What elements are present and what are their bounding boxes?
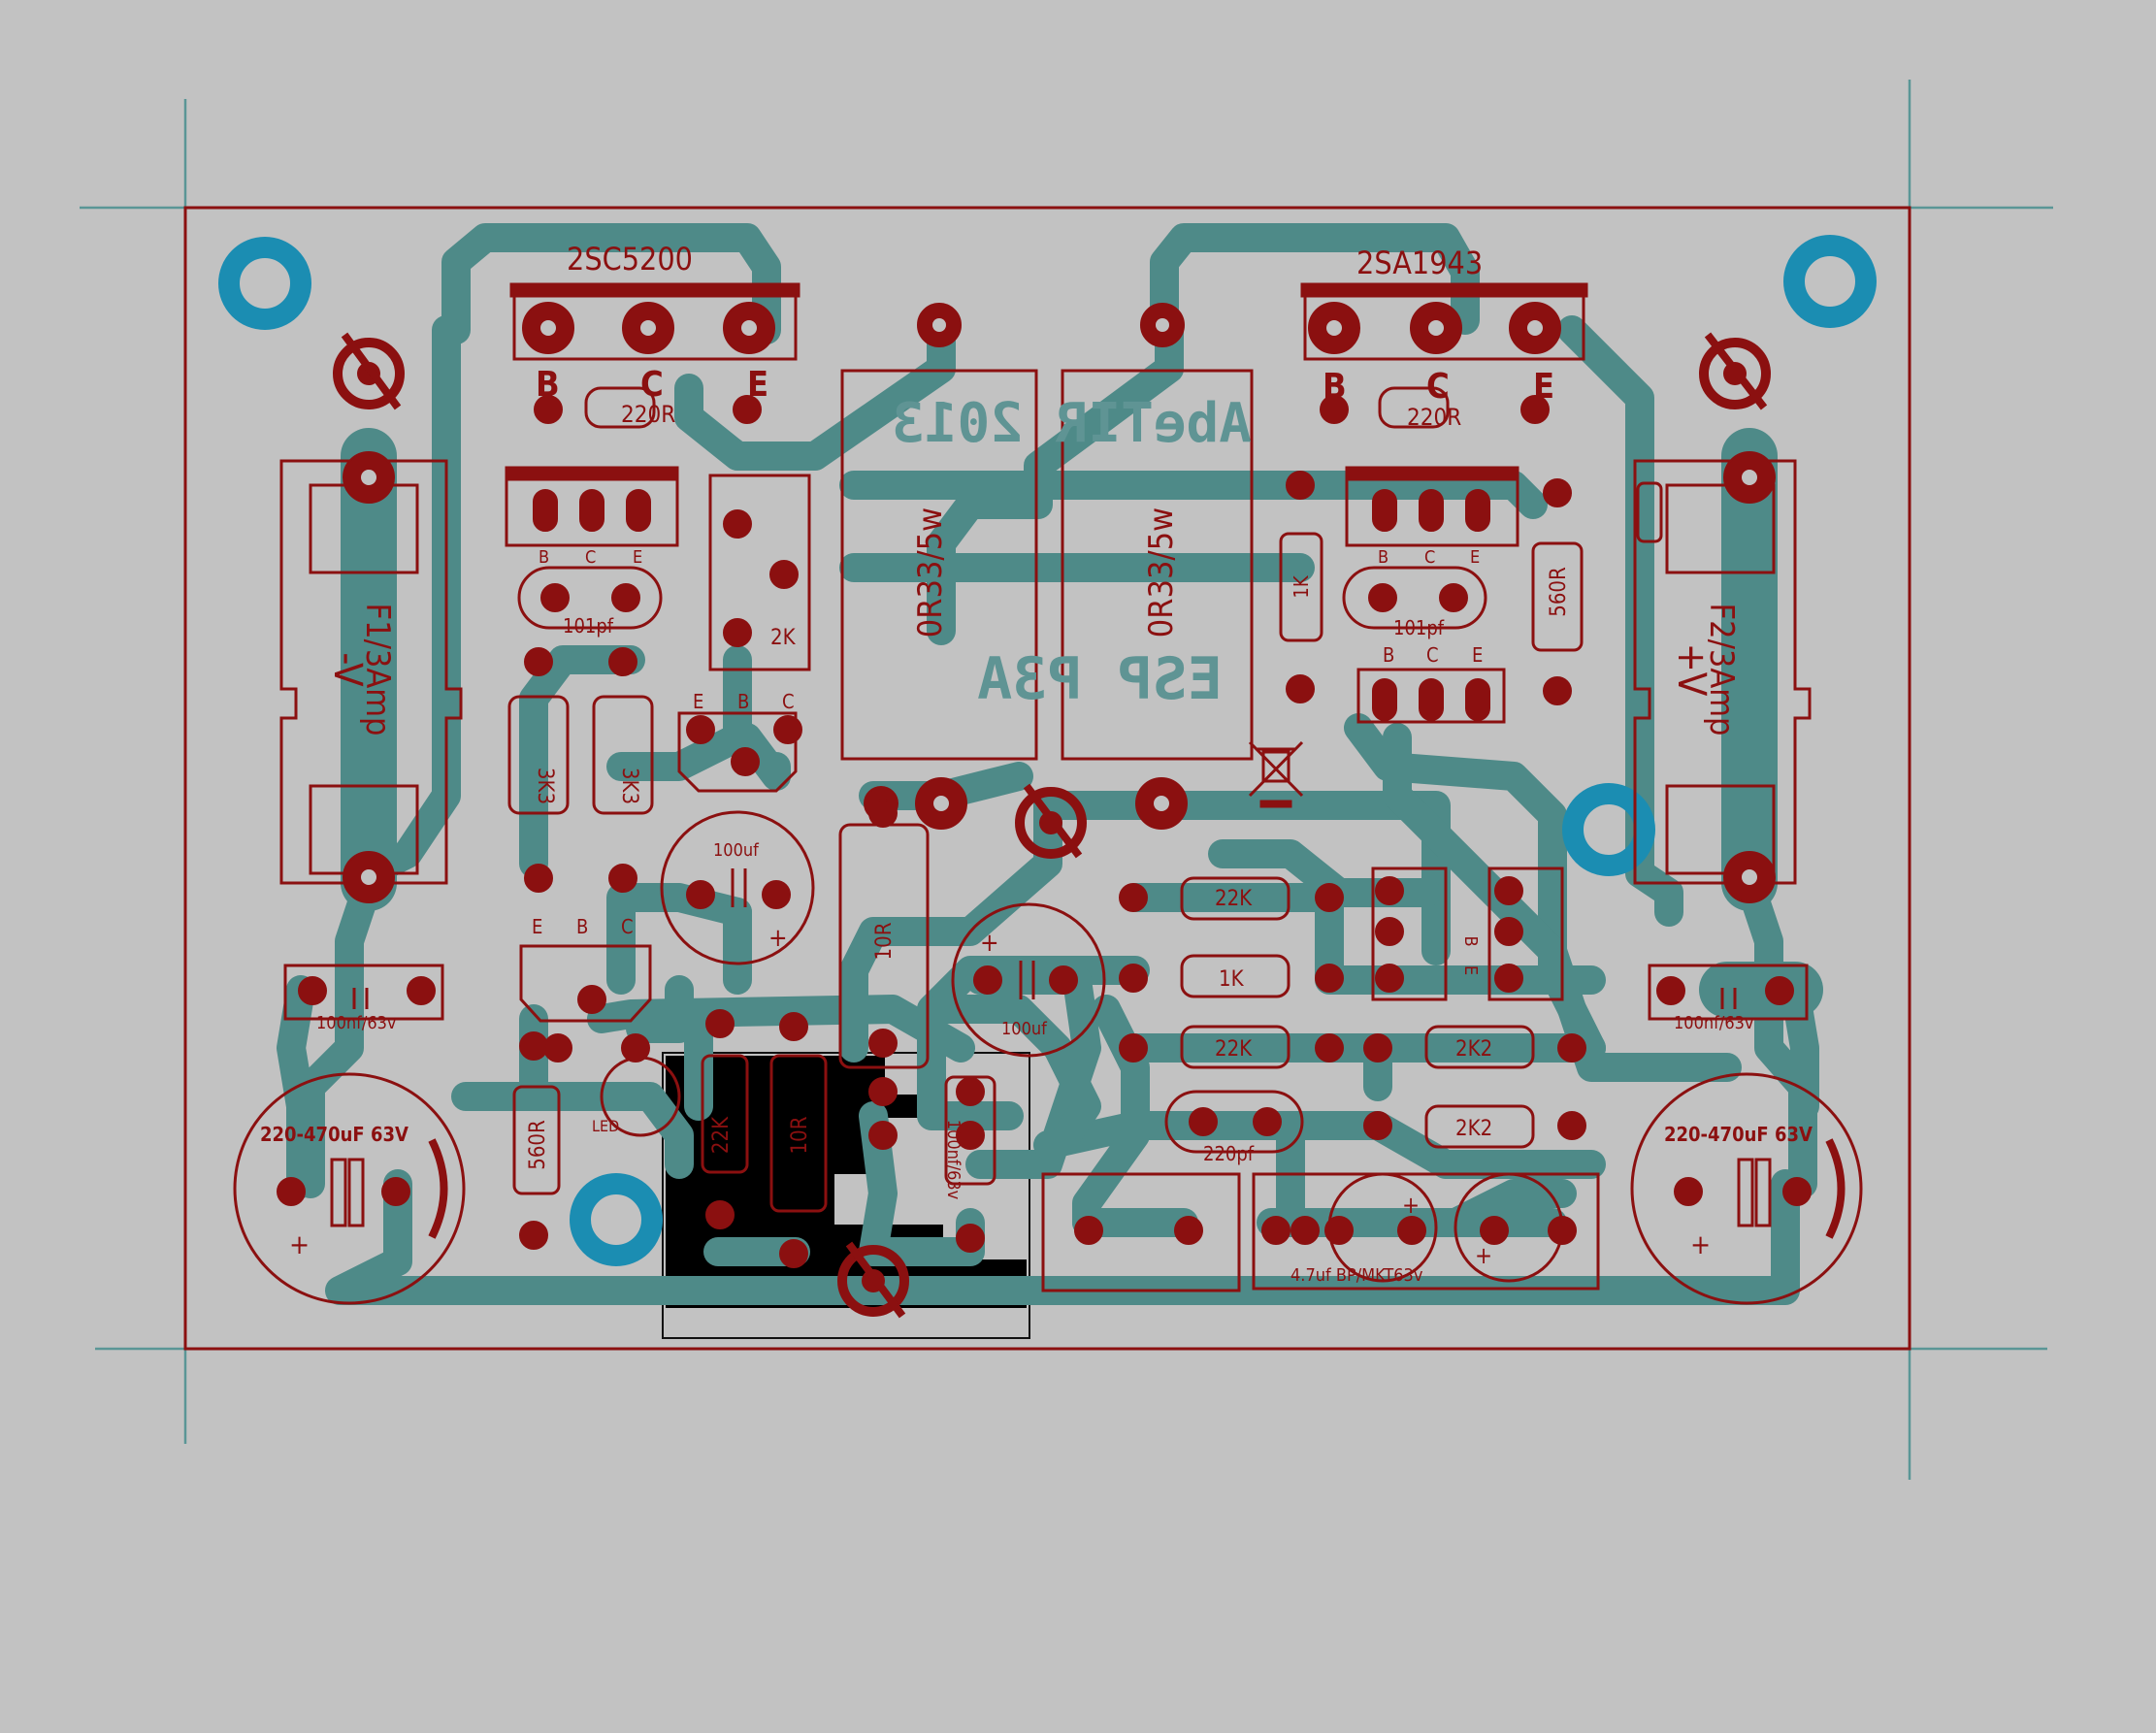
plus-47uf-b: + (1475, 1242, 1492, 1269)
pin-e-q2: E (1470, 547, 1480, 568)
label-22k-a: 22K (1215, 887, 1253, 911)
label-560r-right: 560R (1547, 567, 1571, 617)
silkscreen-outlines (233, 282, 1863, 1305)
pin-c-npn: C (640, 365, 664, 405)
label-fuse-f2: F2/3Amp (1702, 604, 1741, 736)
capacitor-symbols (330, 868, 1846, 1239)
label-10r-b: 10R (788, 1116, 812, 1154)
label-100nf-left: 100nf/63v (316, 1013, 397, 1033)
label-101pf-right: 101pf (1393, 616, 1445, 639)
pin-c-q5: C (621, 915, 634, 938)
board-outline (183, 206, 1911, 1351)
label-0r33-right: 0R33/5w (1142, 507, 1181, 638)
pin-b-npn: B (536, 365, 560, 405)
pin-b-pnp: B (1323, 367, 1347, 407)
plus-47uf-a: + (1402, 1192, 1420, 1219)
component-pads (277, 302, 1812, 1319)
label-220pf: 220pf (1203, 1142, 1255, 1165)
label-0r33-left: 0R33/5w (911, 507, 950, 638)
pin-b-q5: B (576, 915, 588, 938)
label-led: LED (592, 1117, 619, 1135)
label-trim-2k: 2K (770, 626, 797, 650)
pin-e-pnp: E (1533, 367, 1554, 407)
label-220r-right: 220R (1407, 404, 1461, 431)
label-2sa1943: 2SA1943 (1356, 245, 1483, 281)
label-pin-e-q6: E (1460, 965, 1481, 975)
label-101pf-left: 101pf (563, 614, 614, 638)
label-3k3-a: 3K3 (533, 768, 557, 804)
label-220r-left: 220R (621, 401, 675, 428)
label-3k3-b: 3K3 (617, 768, 641, 804)
plus-100uf-b: + (980, 929, 999, 958)
label-22k-small: 22K (709, 1116, 734, 1154)
weee-recycle-icon (1248, 740, 1304, 808)
label-22k-b: 22K (1215, 1037, 1253, 1062)
pin-c-q4: C (1426, 643, 1439, 667)
pin-e-q1: E (633, 547, 642, 568)
label-pin-b-q6: B (1460, 935, 1481, 946)
pin-e-q3: E (693, 690, 703, 713)
plus-elec-left: + (289, 1228, 310, 1260)
label-10r-a: 10R (872, 922, 897, 960)
plus-elec-right: + (1690, 1228, 1711, 1260)
pin-c-pnp: C (1426, 367, 1450, 407)
pin-c-q1: C (585, 547, 596, 568)
mirrored-credit-text: AbeTIR 2013 (892, 392, 1252, 455)
label-1k-vertical: 1K (1290, 574, 1313, 598)
pin-e-q5: E (532, 915, 542, 938)
label-elec-right: 220-470uF 63V (1664, 1123, 1813, 1146)
pin-b-q1: B (539, 547, 549, 568)
pin-c-q2: C (1424, 547, 1435, 568)
pin-e-npn: E (747, 365, 768, 405)
pin-b-q3: B (737, 690, 749, 713)
label-rail-neg: -V (325, 652, 370, 687)
mounting-holes (218, 235, 1877, 1266)
plus-100uf-a: + (768, 924, 788, 953)
label-100nf-vertical: 100nf/63v (943, 1120, 964, 1200)
label-100uf-b: 100uf (1001, 1019, 1048, 1039)
mirrored-project-text: ESP P3A (977, 645, 1223, 713)
label-rail-pos: +V (1669, 643, 1714, 697)
pin-e-q4: E (1472, 643, 1483, 667)
pin-c-q3: C (782, 690, 795, 713)
label-4-7uf: 4.7uf BP/MKT63v (1290, 1265, 1423, 1286)
label-1k-mid: 1K (1219, 967, 1245, 992)
label-100nf-right: 100nf/63v (1674, 1013, 1754, 1033)
label-elec-left: 220-470uF 63V (260, 1123, 408, 1146)
pin-b-q2: B (1378, 547, 1388, 568)
label-100uf-a: 100uf (713, 840, 760, 861)
pin-b-q4: B (1383, 643, 1394, 667)
label-2k2-a: 2K2 (1455, 1037, 1492, 1062)
label-2sc5200: 2SC5200 (567, 241, 693, 278)
label-2k2-b: 2K2 (1455, 1117, 1492, 1141)
label-560r-left: 560R (526, 1120, 550, 1170)
label-fuse-f1: F1/3Amp (358, 604, 397, 736)
